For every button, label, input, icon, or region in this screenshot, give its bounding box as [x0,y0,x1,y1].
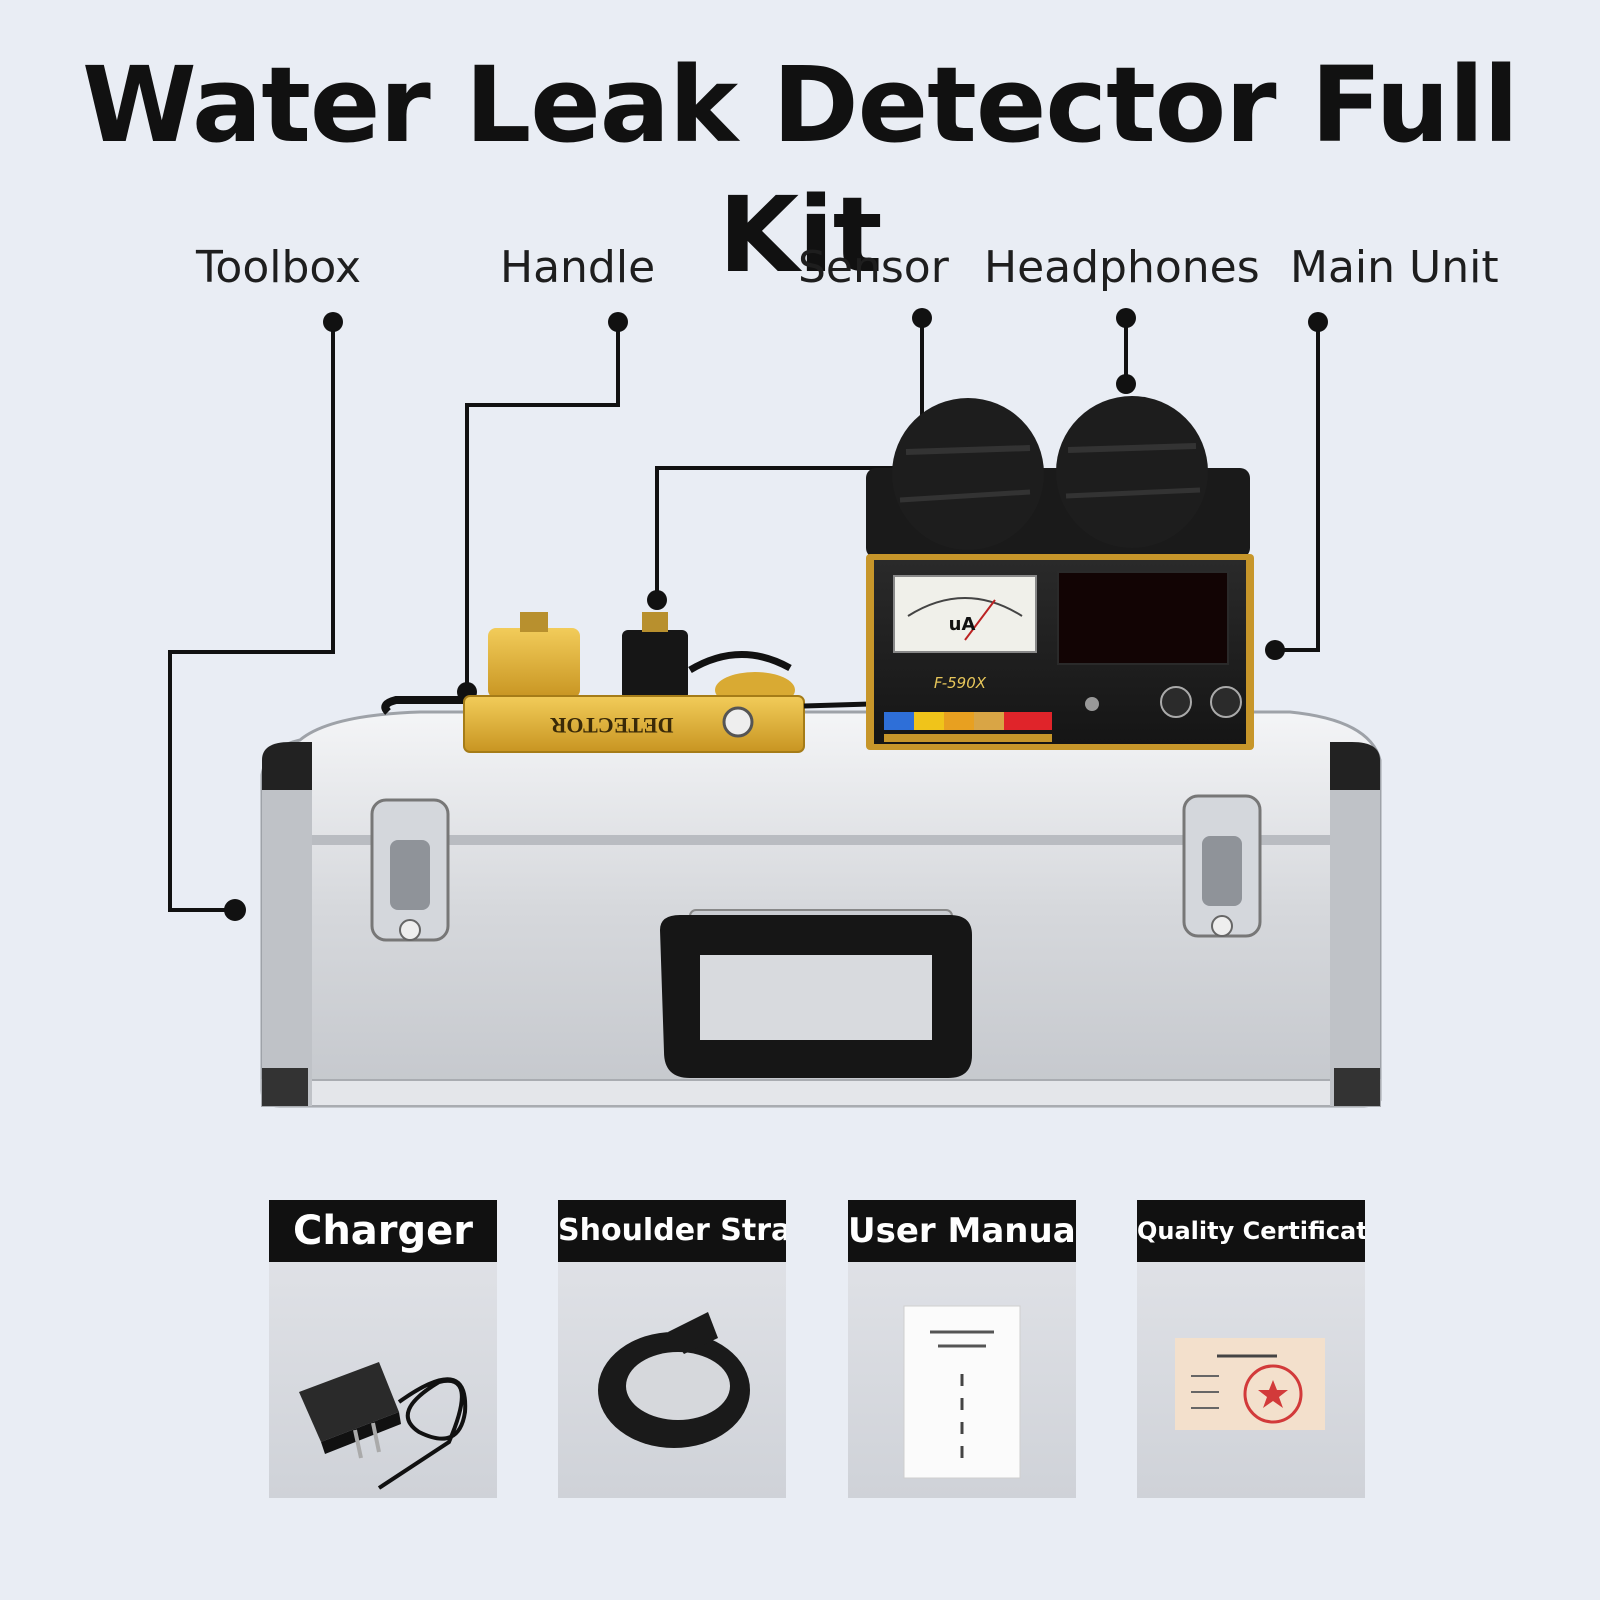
label-sensor: Sensor [798,242,949,293]
meter-unit: uA [949,614,976,635]
manual-icon [903,1305,1021,1479]
label-main-unit: Main Unit [1290,242,1499,293]
model-label: F-590X [934,674,987,692]
label-toolbox: Toolbox [196,242,361,293]
accessory-label: User Manual [848,1200,1076,1262]
headphones [866,396,1250,558]
detector-handle: DETECTOR [381,612,871,753]
charger-icon [299,1362,468,1490]
accessory-label: Shoulder Strap [558,1200,786,1262]
accessory-charger: Charger [269,1200,497,1498]
toolbox-case [260,710,1382,1108]
main-unit: uA F-590X [866,554,1254,750]
certificate-icon [1175,1338,1325,1430]
accessory-shoulder-strap: Shoulder Strap [558,1200,786,1498]
accessory-user-manual: User Manual [848,1200,1076,1498]
accessory-label: Quality Certificate [1137,1200,1365,1262]
label-headphones: Headphones [984,242,1260,293]
page-title: Water Leak Detector Full Kit [82,44,1519,296]
callout-dots [224,308,1328,921]
strap-icon [598,1312,750,1448]
accessory-quality-certificate: Quality Certificate [1137,1200,1365,1498]
detector-engraving: DETECTOR [549,713,673,738]
callout-lines [168,318,1320,912]
accessory-label: Charger [269,1200,497,1262]
label-handle: Handle [500,242,656,293]
